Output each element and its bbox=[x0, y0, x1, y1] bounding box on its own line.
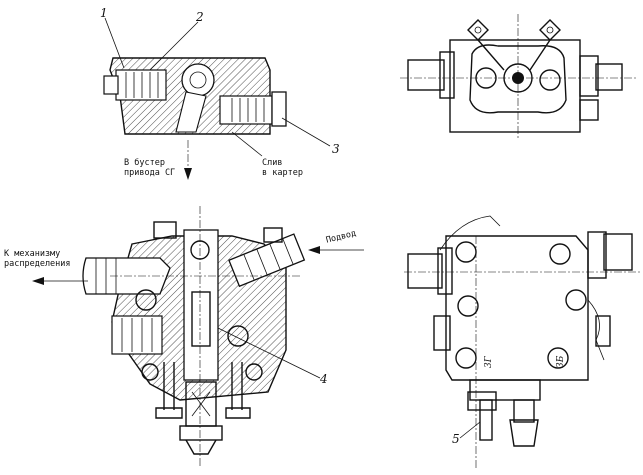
stamp-3b: 3Б bbox=[556, 355, 566, 368]
callout-5: 5 bbox=[452, 432, 460, 446]
top-left-section-view bbox=[103, 17, 331, 180]
callout-1: 1 bbox=[100, 6, 108, 20]
label-to-mechanism: К механизму распределения bbox=[4, 249, 71, 269]
bottom-left-section-view bbox=[32, 206, 364, 468]
callout-3: 3 bbox=[332, 142, 340, 156]
label-drain: Слив в картер bbox=[262, 158, 303, 178]
callout-2: 2 bbox=[196, 10, 204, 24]
callout-4: 4 bbox=[320, 372, 328, 386]
top-right-external-view bbox=[400, 14, 636, 140]
bottom-right-external-view bbox=[404, 215, 640, 468]
stamp-3g: 3Г bbox=[484, 356, 494, 368]
label-to-booster: В бустер привода СГ bbox=[124, 158, 176, 178]
